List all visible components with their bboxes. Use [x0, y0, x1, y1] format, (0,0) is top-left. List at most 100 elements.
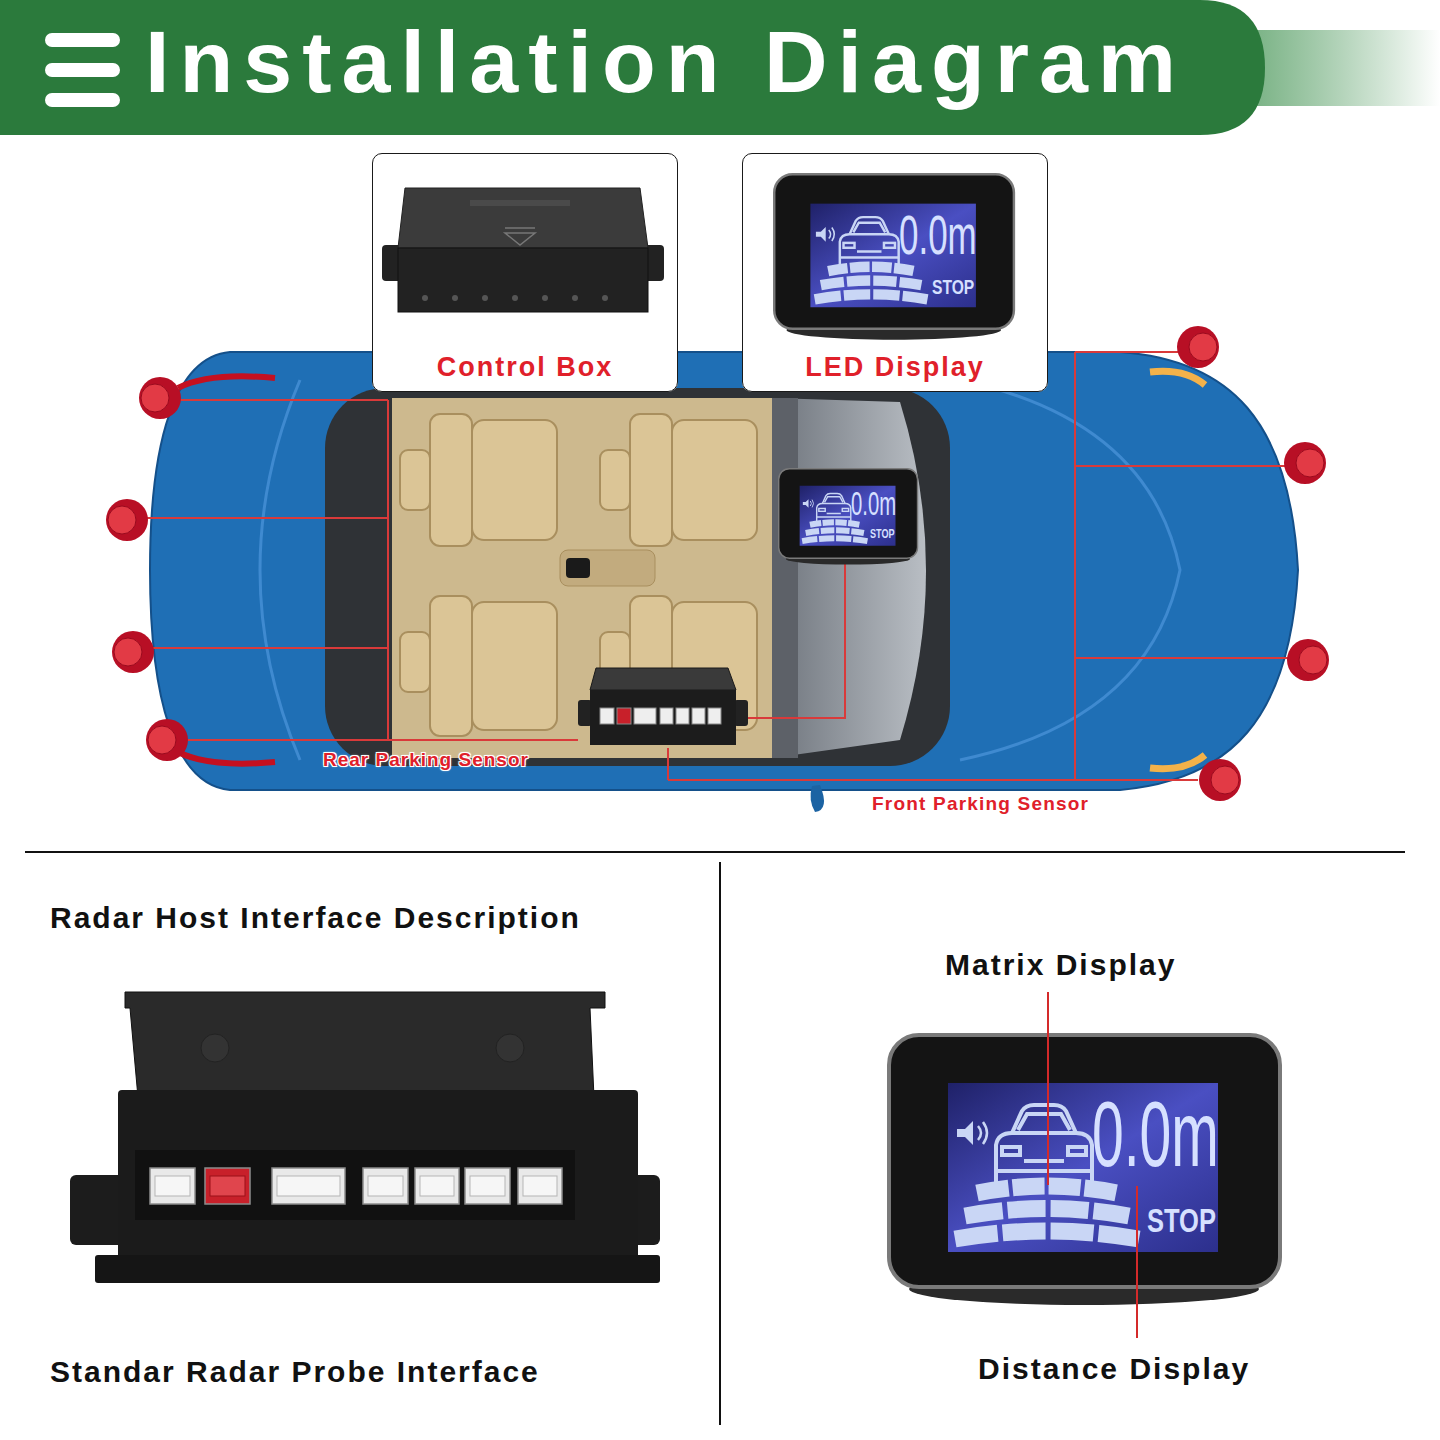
control-box-unit — [590, 668, 736, 690]
leader-line — [1047, 992, 1049, 1185]
parking-sensor — [106, 326, 1329, 801]
control-box-photo — [150, 1168, 562, 1204]
parking-sensor — [139, 377, 181, 419]
parking-sensor — [106, 499, 148, 541]
sensor-wiring — [147, 352, 1288, 780]
control-box-unit — [734, 700, 748, 726]
car-top-view — [260, 380, 300, 760]
control-box-photo — [420, 1176, 454, 1196]
control-box-picture — [602, 295, 608, 301]
car-top-view — [1150, 755, 1205, 769]
section-heading: Standar Radar Probe Interface — [50, 1354, 540, 1390]
control-box-photo — [496, 1034, 524, 1062]
parking-sensor — [1299, 646, 1327, 674]
control-box-photo — [118, 1090, 638, 1260]
car-top-view — [472, 602, 557, 730]
parking-sensor — [141, 384, 169, 412]
title-banner — [0, 0, 1440, 135]
car-top-view — [150, 352, 1298, 812]
car-top-view — [325, 388, 950, 766]
control-box-picture — [452, 295, 458, 301]
parking-sensor — [146, 719, 188, 761]
car-top-view — [400, 632, 430, 692]
car-top-view — [392, 398, 774, 758]
callout-label: Front Parking Sensor — [872, 793, 1089, 816]
lcd-stop-indicator: STOP — [1147, 1203, 1216, 1237]
control-box-photo — [272, 1168, 345, 1204]
control-box-picture — [482, 295, 488, 301]
control-box-picture — [572, 295, 578, 301]
control-box-photo — [135, 1150, 575, 1220]
car-top-view — [772, 398, 798, 758]
parking-sensor — [1284, 442, 1326, 484]
control-box-photo — [277, 1176, 340, 1196]
parking-sensor — [1211, 766, 1239, 794]
car-top-view — [630, 596, 672, 736]
banner-title: Installation Diagram — [145, 18, 1186, 106]
parking-sensor — [1284, 442, 1326, 484]
car-top-view — [400, 414, 757, 736]
car-top-view — [630, 414, 672, 546]
control-box-picture — [398, 248, 648, 312]
title-banner — [45, 63, 120, 77]
parking-sensor — [1296, 449, 1324, 477]
control-box-unit — [590, 690, 736, 745]
parking-sensor — [112, 631, 154, 673]
sensor-wiring — [147, 400, 578, 740]
callout-label: Matrix Display — [945, 947, 1176, 983]
car-top-view — [566, 558, 590, 578]
car-top-view — [1150, 371, 1205, 385]
lcd-distance-readout: 0.0m — [851, 488, 896, 521]
control-box-unit — [617, 708, 631, 724]
title-banner — [0, 0, 1265, 135]
panel-ground — [372, 153, 678, 392]
parking-sensor — [108, 506, 136, 534]
car-top-view — [400, 450, 430, 510]
control-box-photo — [368, 1176, 403, 1196]
callout-label: Distance Display — [978, 1351, 1250, 1387]
sensor-wiring — [668, 352, 1288, 780]
control-box-photo — [205, 1168, 250, 1204]
parking-sensor — [112, 631, 154, 673]
car-top-view — [430, 414, 472, 546]
control-box-photo — [415, 1168, 459, 1204]
parking-sensor — [1287, 639, 1329, 681]
parking-sensor — [1189, 333, 1217, 361]
parking-sensor — [1177, 326, 1219, 368]
control-box-photo — [70, 992, 660, 1283]
control-box-panel: Control Box — [372, 153, 678, 392]
control-box-unit — [660, 708, 673, 724]
control-box-unit — [676, 708, 689, 724]
sensor-wiring — [748, 563, 845, 718]
car-top-view — [960, 380, 1180, 760]
control-box-unit — [600, 708, 721, 724]
parking-sensor — [114, 638, 142, 666]
led-display-panel: LED Display — [742, 153, 1048, 392]
panel-label: LED Display — [805, 352, 985, 383]
control-box-photo — [363, 1168, 408, 1204]
car-top-view — [672, 602, 757, 730]
parking-sensor — [106, 499, 148, 541]
divider-line — [25, 852, 1405, 1425]
control-box-picture — [382, 188, 664, 312]
control-box-picture — [470, 200, 570, 206]
control-box-picture — [542, 295, 548, 301]
divider-line — [719, 862, 721, 1425]
parking-sensor — [1177, 326, 1219, 368]
car-top-view — [178, 376, 275, 388]
parking-sensor — [1287, 639, 1329, 681]
control-box-photo — [523, 1176, 557, 1196]
control-box-photo — [210, 1176, 245, 1196]
control-box-photo — [155, 1176, 557, 1196]
car-top-view — [600, 450, 630, 510]
control-box-unit — [692, 708, 705, 724]
control-box-picture — [398, 188, 648, 248]
control-box-unit — [708, 708, 721, 724]
control-box-photo — [155, 1176, 190, 1196]
control-box-picture — [422, 295, 428, 301]
control-box-photo — [95, 1255, 660, 1283]
lcd-display-unit — [779, 469, 918, 565]
parking-sensor — [1199, 759, 1241, 801]
